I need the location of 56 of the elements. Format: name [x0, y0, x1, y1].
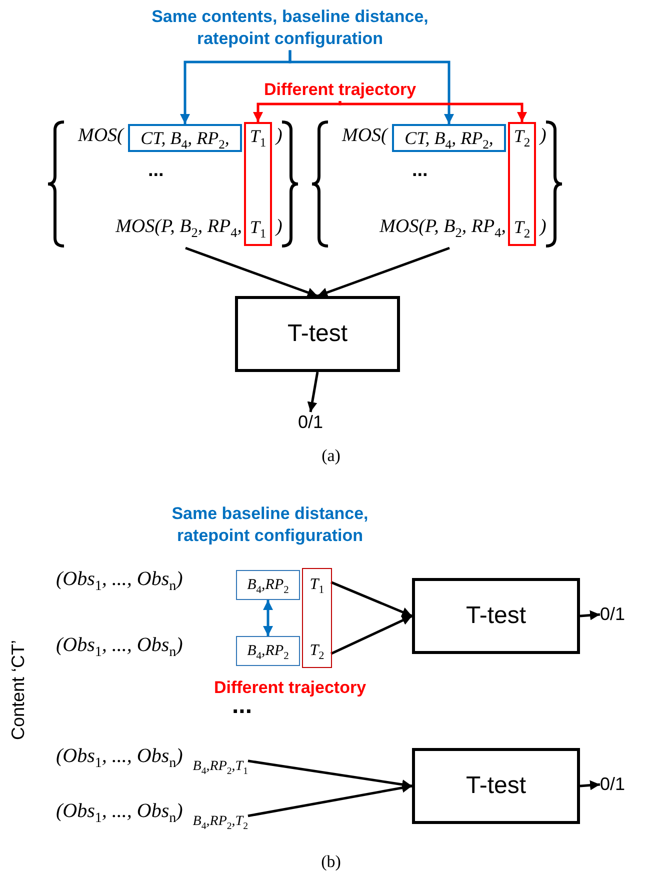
math-expression: )	[276, 125, 282, 147]
math-term: T$_{1}$	[250, 126, 266, 151]
arrow	[253, 101, 342, 122]
math-expression: (Obs$_{1}$, ..., Obs$_{n}$)	[56, 568, 183, 595]
subscript-text: B$_{4}$,RP$_{2}$,T$_{1}$	[192, 759, 248, 777]
highlight-box: B$_{4}$,RP$_{2}$	[236, 570, 300, 600]
highlight-box: CT, B$_{4}$, RP$_{2}$,	[128, 124, 242, 152]
caption-text: (a)	[320, 446, 342, 466]
math-expression: MOS(	[342, 125, 388, 147]
arrow	[307, 372, 319, 412]
math-term: T$_{2}$	[514, 217, 530, 242]
arrow	[330, 614, 413, 655]
axis-label: Content ‘CT’	[8, 640, 29, 740]
math-term: T$_{2}$	[514, 126, 530, 151]
subscript-text: B$_{4}$,RP$_{2}$,T$_{2}$	[192, 814, 248, 832]
math-expression: )	[276, 216, 282, 238]
math-term: T$_{2}$	[303, 637, 331, 665]
process-box: T-test	[235, 296, 400, 372]
caption-text: (b)	[320, 852, 342, 872]
highlight-box	[508, 122, 536, 246]
arrow	[580, 610, 600, 620]
math-expression: (Obs$_{1}$, ..., Obs$_{n}$)	[56, 800, 183, 827]
math-expression: MOS(	[78, 125, 124, 147]
process-box: T-test	[412, 578, 580, 654]
arrow	[248, 760, 412, 790]
output-text: 0/1	[600, 774, 626, 795]
highlight-box: CT, B$_{4}$, RP$_{2}$,	[392, 124, 506, 152]
arrow	[338, 101, 527, 122]
ellipsis: ...	[148, 160, 164, 182]
bracketed-set	[48, 120, 298, 248]
arrow	[580, 780, 600, 790]
math-expression: MOS(P, B$_{2}$, RP$_{4}$,	[116, 216, 242, 241]
math-term: T$_{1}$	[250, 217, 266, 242]
arrow	[185, 246, 318, 298]
bracketed-set	[312, 120, 562, 248]
arrow	[317, 246, 450, 298]
highlight-box	[302, 568, 332, 668]
math-expression: )	[540, 216, 546, 238]
output-text: 0/1	[600, 604, 626, 625]
arrow	[288, 50, 454, 124]
math-term: T$_{1}$	[303, 571, 331, 599]
math-expression: )	[540, 125, 546, 147]
arrow	[330, 581, 412, 618]
annotation-text: Same contents, baseline distance, ratepoint configuration	[140, 6, 440, 50]
process-box: T-test	[412, 748, 580, 824]
arrow	[248, 782, 412, 818]
math-expression: MOS(P, B$_{2}$, RP$_{4}$,	[380, 216, 506, 241]
annotation-text: Same baseline distance, ratepoint configuration	[170, 503, 370, 548]
highlight-box	[244, 122, 272, 246]
annotation-text: Different trajectory	[245, 79, 435, 102]
math-expression: (Obs$_{1}$, ..., Obs$_{n}$)	[56, 745, 183, 772]
highlight-box: B$_{4}$,RP$_{2}$	[236, 636, 300, 666]
double-arrow	[263, 600, 273, 636]
ellipsis: ...	[412, 160, 428, 182]
output-text: 0/1	[298, 412, 324, 433]
math-expression: (Obs$_{1}$, ..., Obs$_{n}$)	[56, 634, 183, 661]
